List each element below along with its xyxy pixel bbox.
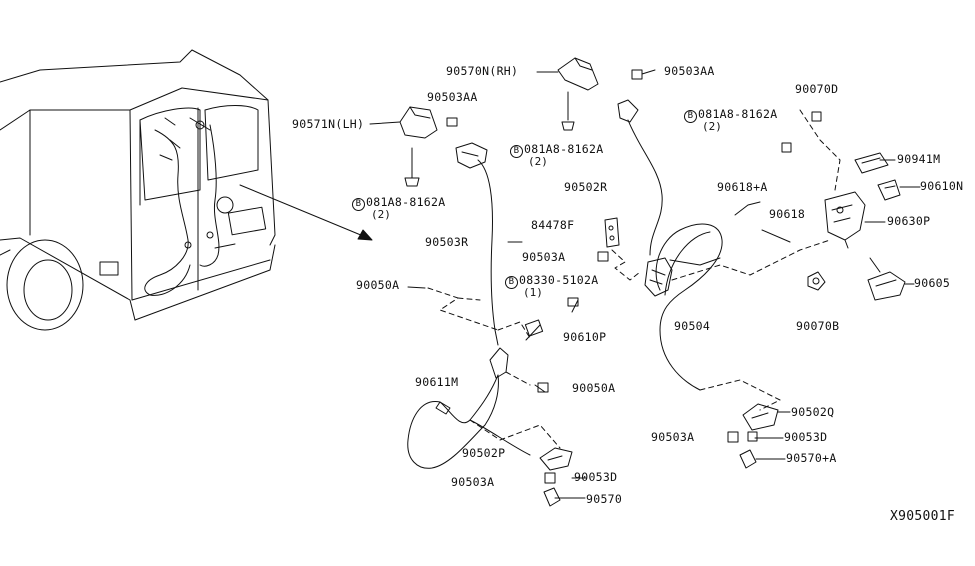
leader-arrow xyxy=(239,184,373,241)
label-08330-text: 08330-5102A xyxy=(519,273,599,287)
label-90070B: 90070B xyxy=(796,319,840,333)
label-081A8-left-qty: (2) xyxy=(371,208,391,221)
seal-90941M xyxy=(854,152,889,174)
dashed-leaders-center xyxy=(611,109,841,411)
rh-handle-part xyxy=(557,57,643,131)
label-90050A-low: 90050A xyxy=(572,381,616,395)
label-90503A-right: 90503A xyxy=(651,430,695,444)
label-081A8-mid-qty: (2) xyxy=(528,155,548,168)
label-90503AA-left: 90503AA xyxy=(427,90,478,104)
lh-handle-part xyxy=(399,106,438,187)
label-90610N: 90610N xyxy=(920,179,964,193)
label-90503AA-right: 90503AA xyxy=(664,64,715,78)
label-90605: 90605 xyxy=(914,276,951,290)
label-90571N: 90571N(LH) xyxy=(292,117,365,131)
label-90503A-mid: 90503A xyxy=(522,250,566,264)
lower-handle-90502Q xyxy=(727,403,779,469)
bolt-marker-icon: B xyxy=(352,198,365,211)
label-081A8-right-text: 081A8-8162A xyxy=(698,107,778,121)
label-90611M: 90611M xyxy=(415,375,459,389)
rods-90618 xyxy=(734,201,791,243)
latch-upper xyxy=(446,117,496,331)
label-84478F: 84478F xyxy=(531,218,575,232)
handle-90605 xyxy=(867,257,906,301)
label-90570A: 90570+A xyxy=(786,451,837,465)
label-90503R: 90503R xyxy=(425,235,469,249)
bolt-marker-icon: B xyxy=(505,276,518,289)
label-90610P: 90610P xyxy=(563,330,607,344)
label-90618A: 90618+A xyxy=(717,180,768,194)
lower-handle-90502P xyxy=(539,447,573,507)
rod-90502R xyxy=(617,99,663,256)
bolt-marker-icon: B xyxy=(684,110,697,123)
bracket-84478F xyxy=(604,217,620,248)
label-90050A-top: 90050A xyxy=(356,278,400,292)
leader-lines xyxy=(369,69,921,499)
label-081A8-mid-text: 081A8-8162A xyxy=(524,142,604,156)
diagram-id: X905001F xyxy=(890,509,956,524)
screw-90503A-mid xyxy=(597,251,609,262)
label-90570: 90570 xyxy=(586,492,623,506)
cable-90504 xyxy=(655,223,723,391)
label-90053D-right: 90053D xyxy=(784,430,828,444)
label-90503A-low: 90503A xyxy=(451,475,495,489)
dashed-leaders-left xyxy=(427,287,561,449)
label-081A8-right-qty: (2) xyxy=(702,120,722,133)
main-lock-actuator xyxy=(644,257,721,297)
label-90504: 90504 xyxy=(674,319,711,333)
label-90053D-low: 90053D xyxy=(574,470,618,484)
bolt-90070D xyxy=(781,111,822,153)
latch-90630P xyxy=(824,191,866,249)
label-90570N: 90570N(RH) xyxy=(446,64,519,78)
van-illustration xyxy=(0,49,276,331)
label-08330-qty: (1) xyxy=(523,286,543,299)
label-90630P: 90630P xyxy=(887,214,931,228)
label-90618: 90618 xyxy=(769,207,806,221)
lock-actuator-lower xyxy=(489,297,579,393)
label-90502R: 90502R xyxy=(564,180,608,194)
label-081A8-left-text: 081A8-8162A xyxy=(366,195,446,209)
label-90502Q: 90502Q xyxy=(791,405,835,419)
label-90070D: 90070D xyxy=(795,82,839,96)
striker-90610N xyxy=(877,179,901,201)
rod-90503R xyxy=(494,329,499,346)
bolt-marker-icon: B xyxy=(510,145,523,158)
label-90941M: 90941M xyxy=(897,152,941,166)
label-90502P: 90502P xyxy=(462,446,506,460)
bumper-90070B xyxy=(807,271,826,291)
